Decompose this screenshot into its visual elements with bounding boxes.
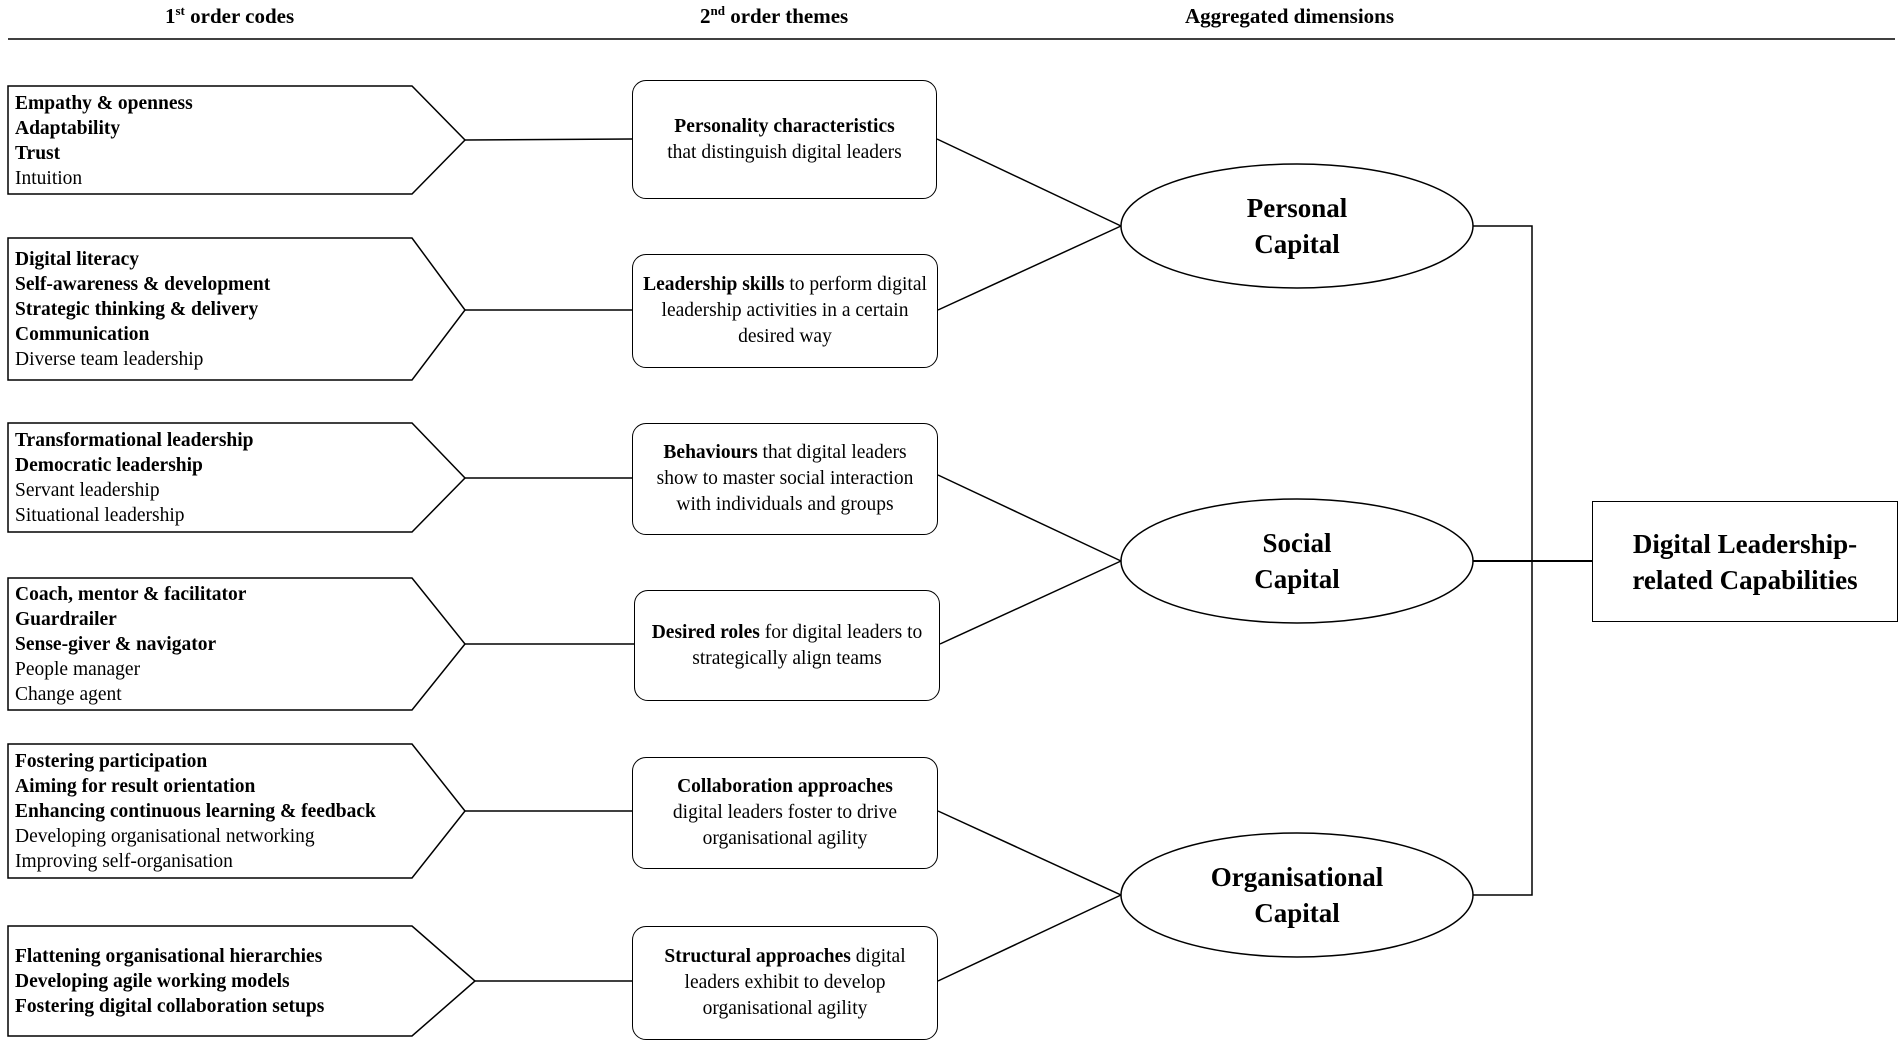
code-item: Fostering digital collaboration setups bbox=[15, 996, 325, 1017]
header-aggregated-dimensions: Aggregated dimensions bbox=[1185, 4, 1395, 28]
connector-theme-dim-4 bbox=[939, 560, 1122, 645]
connector-theme-dim-1 bbox=[936, 138, 1122, 227]
code-item: Coach, mentor & facilitator bbox=[15, 584, 247, 605]
code-list-skills: Digital literacy Self-awareness & develo… bbox=[15, 247, 270, 372]
code-item: Communication bbox=[15, 324, 150, 345]
code-box-skills bbox=[7, 237, 466, 381]
header-second-order-themes: 2nd order themes bbox=[700, 3, 849, 28]
code-item: Diverse team leadership bbox=[15, 349, 204, 370]
code-item: Empathy & openness bbox=[15, 93, 193, 114]
code-item: Self-awareness & development bbox=[15, 274, 271, 295]
code-item: Flattening organisational hierarchies bbox=[15, 946, 323, 967]
code-item: Aiming for result orientation bbox=[15, 776, 256, 797]
code-box-behaviours bbox=[7, 422, 467, 533]
code-item: Servant leadership bbox=[15, 480, 160, 501]
code-item: Enhancing continuous learning & feedback bbox=[15, 801, 376, 822]
theme-text: Structural approaches digital leaders ex… bbox=[664, 946, 906, 1019]
code-item: Fostering participation bbox=[15, 751, 208, 772]
code-box-personality bbox=[7, 85, 467, 195]
code-list-structural: Flattening organisational hierarchies De… bbox=[15, 944, 324, 1019]
connector-code-theme-1 bbox=[464, 138, 633, 141]
theme-box-roles: Desired roles for digital leaders to str… bbox=[634, 590, 940, 701]
code-item: Intuition bbox=[15, 168, 83, 189]
code-item: Improving self-organisation bbox=[15, 851, 233, 872]
code-list-behaviours: Transformational leadership Democratic l… bbox=[15, 428, 254, 528]
connector-theme-dim-3 bbox=[937, 474, 1122, 562]
theme-text: Desired roles for digital leaders to str… bbox=[651, 621, 923, 669]
code-item: Developing agile working models bbox=[15, 971, 290, 992]
code-item: Transformational leadership bbox=[15, 430, 254, 451]
theme-text: Leadership skills to perform digital lea… bbox=[643, 274, 927, 347]
code-item: Situational leadership bbox=[15, 505, 185, 526]
code-item: People manager bbox=[15, 659, 141, 680]
header-first-order-codes: 1st order codes bbox=[165, 3, 295, 28]
code-item: Sense-giver & navigator bbox=[15, 634, 217, 655]
connector-theme-dim-6 bbox=[937, 894, 1122, 982]
code-item: Trust bbox=[15, 143, 61, 164]
code-box-roles bbox=[7, 577, 466, 711]
theme-box-structural: Structural approaches digital leaders ex… bbox=[632, 926, 938, 1040]
code-item: Digital literacy bbox=[15, 249, 139, 270]
code-item: Developing organisational networking bbox=[15, 826, 315, 847]
theme-box-skills: Leadership skills to perform digital lea… bbox=[632, 254, 938, 368]
final-capabilities-box: Digital Leadership-related Capabilities bbox=[1592, 501, 1898, 622]
code-list-personality: Empathy & openness Adaptability Trust In… bbox=[15, 91, 193, 191]
code-item: Strategic thinking & delivery bbox=[15, 299, 259, 320]
theme-text: Behaviours that digital leaders show to … bbox=[656, 442, 914, 515]
code-box-collaboration bbox=[7, 743, 466, 879]
code-item: Change agent bbox=[15, 684, 122, 705]
connector-theme-dim-2 bbox=[937, 225, 1122, 311]
connector-theme-dim-5 bbox=[937, 810, 1122, 896]
code-list-collaboration: Fostering participation Aiming for resul… bbox=[15, 749, 376, 874]
code-item: Democratic leadership bbox=[15, 455, 203, 476]
code-list-roles: Coach, mentor & facilitator Guardrailer … bbox=[15, 582, 246, 707]
code-box-structural bbox=[7, 925, 477, 1037]
theme-box-behaviours: Behaviours that digital leaders show to … bbox=[632, 423, 938, 535]
code-item: Guardrailer bbox=[15, 609, 117, 630]
code-item: Adaptability bbox=[15, 118, 121, 139]
